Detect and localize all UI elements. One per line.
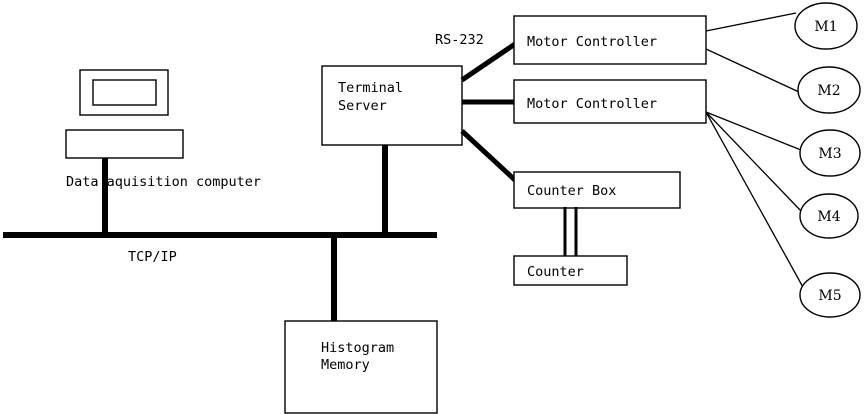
cable-mc2-to-m3 — [705, 111, 802, 151]
keyboard-icon — [65, 129, 184, 159]
counter-label: Counter — [527, 264, 584, 280]
histogram-memory-label-line2: Memory — [321, 357, 370, 373]
counter-box-node[interactable]: Counter Box — [513, 171, 681, 209]
motor-m3-node[interactable]: M3 — [799, 129, 861, 177]
motor-m3-ellipse[interactable] — [799, 129, 861, 177]
motor-controller-1-node[interactable]: Motor Controller — [513, 15, 707, 65]
data-acquisition-computer-label: Data aquisition computer — [66, 174, 261, 190]
motor-m1-label: M1 — [814, 19, 837, 35]
terminal-server-box[interactable] — [321, 65, 463, 146]
motor-m4-label: M4 — [817, 209, 840, 225]
motor-controller-1-box[interactable] — [513, 15, 707, 65]
cable-mc1-to-m1 — [705, 12, 797, 32]
rs232-link-group — [460, 41, 518, 183]
cable-mc1-to-m2 — [705, 48, 800, 93]
terminal-server-node[interactable]: Terminal Server — [321, 65, 463, 146]
motor-controller-1-label: Motor Controller — [527, 34, 657, 50]
motor-controller-2-node[interactable]: Motor Controller — [513, 79, 707, 124]
motor-m3-label: M3 — [818, 146, 841, 162]
terminal-server-label-line1: Terminal — [338, 80, 403, 96]
motor-m4-ellipse[interactable] — [799, 193, 859, 239]
counter-box-rect[interactable] — [513, 171, 681, 209]
histogram-memory-box[interactable] — [284, 320, 438, 414]
rs232-label: RS-232 — [435, 32, 484, 48]
cable-mc2-to-m4 — [705, 111, 802, 212]
counter-ribbon-cable-group — [563, 207, 578, 258]
motor-controller-2-label: Motor Controller — [527, 96, 657, 112]
rs232-link-to-motor-controller-1 — [460, 41, 517, 83]
counter-box-label: Counter Box — [527, 183, 616, 199]
motor-m5-ellipse[interactable] — [799, 272, 861, 318]
data-acquisition-computer[interactable] — [65, 69, 184, 159]
tcpip-bus-group — [3, 145, 437, 323]
monitor-screen-icon — [92, 79, 157, 106]
motor-m4-node[interactable]: M4 — [799, 193, 859, 239]
motor-m2-label: M2 — [817, 83, 840, 99]
cable-mc2-to-m5 — [705, 111, 805, 290]
motor-m5-label: M5 — [818, 288, 841, 304]
counter-node[interactable]: Counter — [513, 255, 628, 286]
motor-controller-2-box[interactable] — [513, 79, 707, 124]
tcpip-bus-label: TCP/IP — [128, 249, 177, 265]
motor-cable-group — [705, 12, 805, 290]
motor-m1-ellipse[interactable] — [794, 2, 858, 50]
terminal-server-label-line2: Server — [338, 98, 387, 114]
counter-rect[interactable] — [513, 255, 628, 286]
motor-m5-node[interactable]: M5 — [799, 272, 861, 318]
histogram-memory-node[interactable]: Histogram Memory — [284, 320, 438, 414]
motor-m1-node[interactable]: M1 — [794, 2, 858, 50]
histogram-memory-label-line1: Histogram — [321, 340, 394, 356]
motor-m2-node[interactable]: M2 — [797, 66, 861, 114]
rs232-link-to-counter-box — [460, 129, 518, 183]
motor-m2-ellipse[interactable] — [797, 66, 861, 114]
